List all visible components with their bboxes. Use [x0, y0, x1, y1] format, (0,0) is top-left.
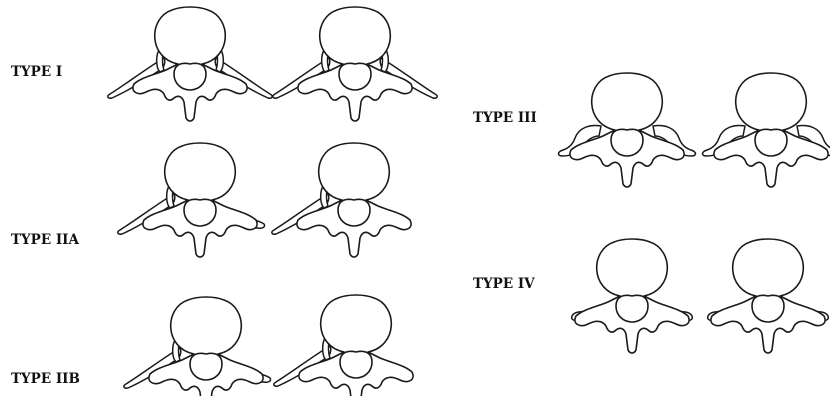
vertebra-type-4-b: [708, 239, 829, 353]
label-type-2a: TYPE IIA: [11, 232, 79, 248]
vertebra-type-2b-a: [124, 297, 271, 396]
label-type-2b: TYPE IIB: [11, 371, 80, 387]
vertebra-type-2b-b: [274, 295, 413, 396]
vertebra-type-2a-a: [118, 143, 265, 257]
label-type-1: TYPE I: [11, 64, 62, 80]
vertebra-type-1-a: [108, 7, 272, 121]
vertebra-type-1-b: [273, 7, 437, 121]
vertebra-type-4-a: [572, 239, 693, 353]
vertebra-type-2a-b: [272, 143, 411, 257]
label-type-3: TYPE III: [473, 110, 537, 126]
label-type-4: TYPE IV: [473, 276, 535, 292]
vertebra-type-3-a: [559, 73, 696, 187]
vertebra-type-3-b: [703, 73, 830, 187]
